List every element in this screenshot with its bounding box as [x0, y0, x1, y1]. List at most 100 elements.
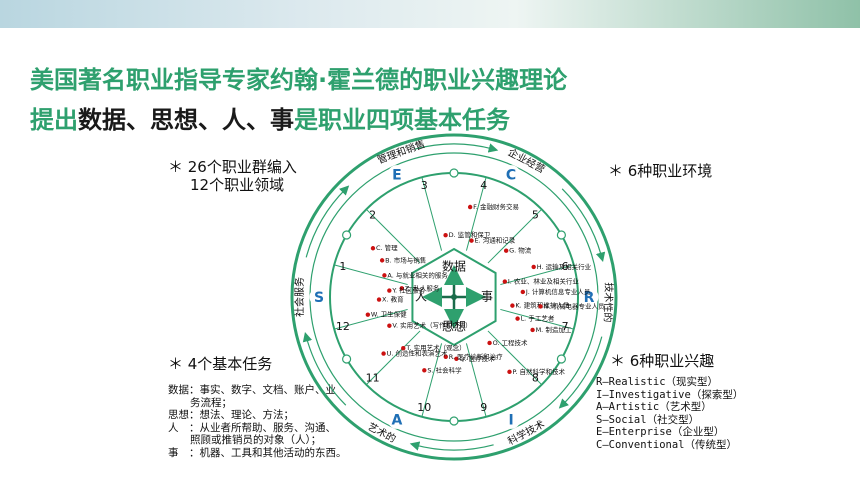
ring-junction	[556, 230, 566, 240]
job-label: E. 沟通和记录	[475, 236, 516, 245]
job-dot	[538, 304, 543, 309]
title-part-b: 数据、思想、人、事	[78, 106, 294, 134]
letter-badge-bg	[501, 165, 521, 185]
job-dot	[387, 323, 392, 328]
interest-types-list: R—Realistic（现实型） I—Investigative（探索型） A—…	[596, 376, 743, 451]
job-dot	[379, 258, 385, 263]
tasks-desc-line: 思想：想法、理论、方法；	[168, 409, 294, 421]
personality-letter-s: S	[314, 290, 324, 306]
job-dot	[399, 286, 404, 291]
job-label: A. 与就业相关的服务	[387, 270, 448, 279]
tasks-desc-line: 照顾或推销员的对象（人）；	[190, 434, 322, 446]
sector-number: 6	[562, 260, 569, 273]
interest-type-i: I—Investigative（探索型）	[596, 388, 744, 401]
job-label: Y. 社区服务	[391, 286, 425, 295]
slide-title-line1: 美国著名职业指导专家约翰·霍兰德的职业兴趣理论	[30, 66, 568, 94]
personality-letter-a: A	[392, 412, 403, 428]
job-dot	[530, 327, 535, 333]
letter-badge-bg	[309, 287, 329, 307]
sector-divider	[365, 330, 421, 386]
sector-number: 5	[532, 209, 539, 222]
slide-title-line2: 提出数据、思想、人、事是职业四项基本任务	[30, 100, 510, 135]
sector-divider	[500, 308, 574, 330]
sector-number: 7	[562, 320, 569, 333]
interest-type-r: R—Realistic（现实型）	[596, 376, 719, 388]
personality-letter-c: C	[506, 168, 516, 184]
job-dot	[443, 233, 448, 238]
center-label-data: 数据	[442, 259, 466, 274]
letter-badge-bg	[387, 409, 407, 429]
job-dot	[382, 273, 387, 278]
job-label: Z. 私人服务	[405, 283, 440, 292]
job-label: W. 卫生保健	[371, 310, 407, 319]
tasks-desc-line: 数据：事实、数字、文档、账户、业	[168, 384, 336, 396]
sector-number: 1	[339, 260, 346, 273]
sector-number: 8	[532, 371, 539, 384]
job-label: M. 制造加工	[536, 325, 572, 334]
note-tasks: ＊ 4个基本任务	[168, 355, 273, 373]
note-groups-line2: 12个职业领域	[190, 176, 285, 194]
sector-divider	[421, 177, 443, 251]
job-dot	[515, 316, 520, 321]
job-dot	[443, 354, 448, 359]
ring-arrow	[561, 188, 606, 263]
job-label: R. 医疗诊断和治疗	[449, 352, 503, 361]
letter-badge-bg	[579, 287, 599, 307]
personality-letter-e: E	[392, 168, 402, 184]
center-label-people: 人	[415, 290, 427, 304]
job-dot	[503, 248, 509, 253]
ring-arrow	[409, 441, 494, 451]
sector-number: 4	[480, 179, 487, 192]
ring-junction	[342, 354, 352, 364]
sector-divider	[465, 343, 487, 417]
job-label: K. 建筑和维护人员	[515, 301, 569, 310]
ring-junction	[449, 416, 459, 426]
ring-arrow	[302, 331, 347, 406]
outer-ring	[290, 133, 618, 461]
interest-type-s: S—Social（社交型）	[596, 413, 700, 426]
job-label: S. 社会科学	[427, 365, 462, 374]
ring-junction	[556, 354, 566, 364]
job-dot	[365, 312, 371, 317]
interest-type-a: A—Artistic（艺术型）	[596, 401, 712, 413]
job-dot	[370, 246, 376, 251]
job-label: G. 物流	[509, 246, 532, 255]
tasks-desc-line: 事 ：机器、工具和其他活动的东西。	[168, 446, 347, 459]
tasks-description: 数据：事实、数字、文档、账户、业 务流程； 思想：想法、理论、方法； 人 ：从业…	[168, 384, 347, 459]
job-label: Q. 医疗技术	[459, 354, 495, 363]
tasks-desc-line: 务流程；	[190, 396, 232, 409]
sector-number: 2	[369, 209, 376, 222]
ring-arrow	[414, 143, 499, 153]
tasks-desc-line: 人 ：从业者所帮助、服务、沟通、	[168, 421, 336, 434]
job-label: H. 运输及相关行业	[537, 262, 592, 271]
job-label: V. 实用艺术（写作和口头）	[392, 321, 471, 330]
job-dot	[520, 289, 526, 295]
job-label: J. 计算机信息专业人员	[525, 287, 591, 296]
center-label-ideas: 思想	[442, 319, 466, 334]
job-dot	[422, 368, 427, 373]
outer-label: 技术性的	[601, 282, 615, 322]
sector-divider	[487, 330, 543, 386]
job-label: O. 工程技术	[493, 338, 528, 347]
note-interest: ＊ 6种职业兴趣	[610, 352, 715, 370]
sector-number: 11	[366, 371, 380, 384]
job-dot	[454, 356, 459, 361]
job-dot	[510, 303, 515, 308]
title-part-a: 提出	[30, 106, 78, 134]
sector-divider	[500, 264, 574, 286]
ring-junction	[449, 168, 459, 178]
sector-number: 3	[421, 179, 428, 192]
note-env: ＊ 6种职业环境	[608, 162, 713, 180]
personality-letter-i: I	[508, 412, 513, 428]
job-label: N. 机械电器专业人员	[544, 301, 605, 310]
job-label: U. 创造性和表演艺术	[387, 349, 448, 358]
job-dot	[469, 238, 474, 243]
title-part-c: 是职业四项基本任务	[294, 106, 510, 134]
job-dot	[467, 204, 473, 210]
job-label: F. 金融财务交易	[473, 202, 519, 211]
center-dot	[451, 294, 457, 300]
job-dot	[487, 340, 492, 346]
sector-number: 12	[336, 320, 350, 333]
